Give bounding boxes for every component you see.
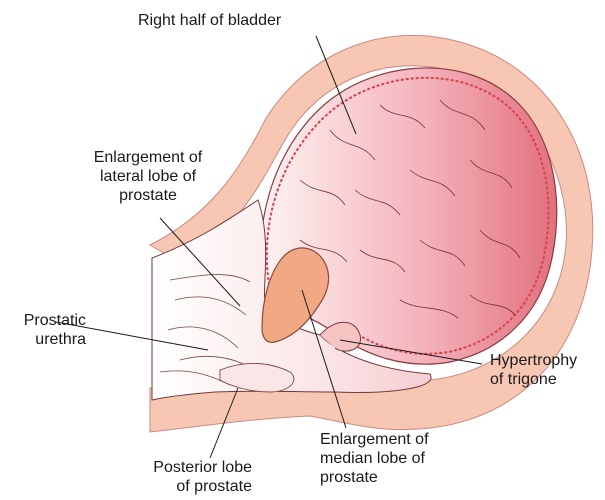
label-median-lobe-line-2: median lobe of [320,449,429,468]
label-lateral-lobe-line-2: lateral lobe of [58,167,238,186]
label-right-half-of-bladder: Right half of bladder [138,11,281,30]
label-prostatic-urethra-line-2: urethra [0,330,86,349]
label-hypertrophy-of-trigone: Hypertrophy of trigone [490,351,577,389]
label-lateral-lobe-line-1: Enlargement of [58,148,238,167]
label-trigone-line-2: of trigone [490,370,577,389]
label-lateral-lobe: Enlargement of lateral lobe of prostate [58,148,238,205]
label-prostatic-urethra: Prostatic urethra [0,311,86,349]
label-median-lobe: Enlargement of median lobe of prostate [320,430,429,487]
label-posterior-lobe-line-2: of prostate [60,477,252,496]
label-posterior-lobe-line-1: Posterior lobe [60,458,252,477]
label-median-lobe-line-3: prostate [320,468,429,487]
label-trigone-line-1: Hypertrophy [490,351,577,370]
label-lateral-lobe-line-3: prostate [58,186,238,205]
label-prostatic-urethra-line-1: Prostatic [0,311,86,330]
label-median-lobe-line-1: Enlargement of [320,430,429,449]
label-posterior-lobe: Posterior lobe of prostate [60,458,252,496]
